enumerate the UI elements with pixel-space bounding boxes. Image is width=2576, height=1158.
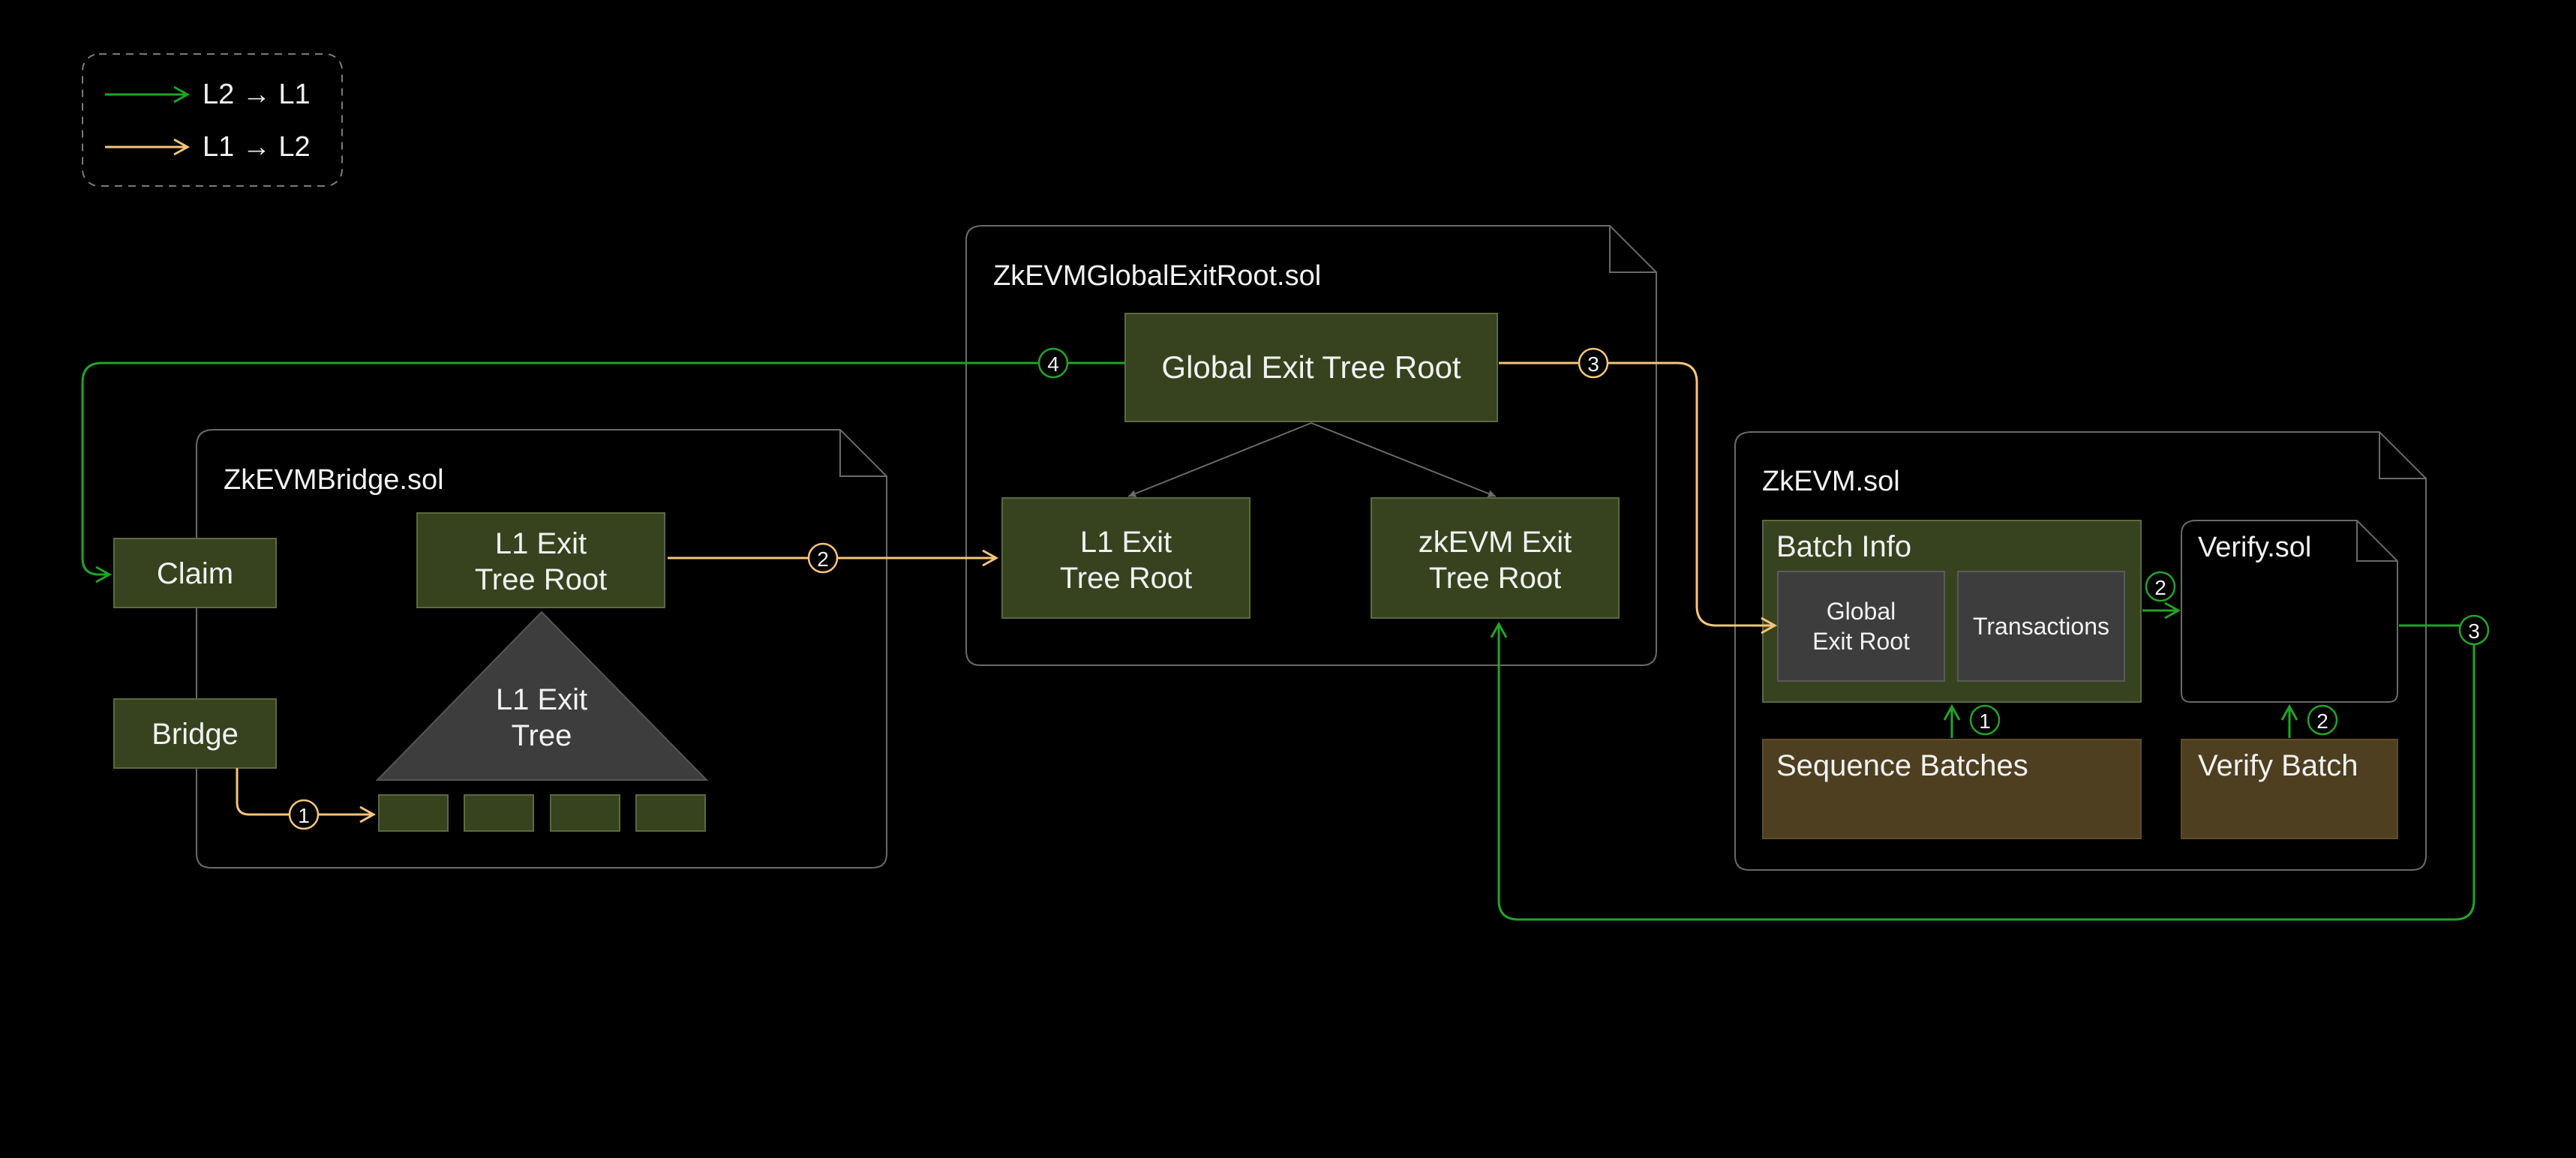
tree-leaf — [550, 794, 620, 832]
tree-leaf — [635, 794, 706, 832]
bridge-file-title: ZkEVMBridge.sol — [224, 464, 444, 496]
transactions-cell — [1957, 571, 2125, 682]
transactions-label: Transactions — [1973, 613, 2109, 640]
global-l1-exit-root-line2: Tree Root — [1060, 562, 1192, 595]
legend-green-label: L2 → L1 — [203, 79, 311, 110]
bridge-l1-exit-root-line1: L1 Exit — [495, 527, 587, 560]
global-l1-exit-root-line1: L1 Exit — [1080, 526, 1172, 559]
bridge-file-fold — [839, 430, 887, 477]
svg-text:2: 2 — [2316, 710, 2328, 733]
global-root-to-batch-info-arrow — [1499, 362, 1778, 634]
verify-batch-box — [2181, 739, 2398, 839]
global-l1-exit-root-box — [1001, 497, 1250, 619]
zkevm-exit-root-line2: Tree Root — [1429, 562, 1561, 595]
step-badge: 2 — [2145, 571, 2176, 602]
legend: L2 → L1 L1 → L2 — [82, 53, 343, 187]
global-file-title: ZkEVMGlobalExitRoot.sol — [993, 260, 1321, 292]
claim-box — [113, 538, 277, 608]
step-badge: 2 — [807, 542, 839, 574]
step-badge: 1 — [288, 799, 320, 830]
svg-text:3: 3 — [2468, 620, 2480, 643]
svg-text:2: 2 — [817, 548, 829, 571]
svg-text:1: 1 — [1979, 710, 1991, 733]
bridge-l1-exit-root-box — [416, 512, 665, 608]
claim-label: Claim — [157, 557, 233, 590]
zkevm-exit-root-box — [1371, 497, 1620, 619]
global-file-fold — [1609, 226, 1656, 273]
tree-leaf — [378, 794, 449, 832]
bridge-l1-exit-root-line2: Tree Root — [475, 563, 607, 596]
global-to-l1-root-connector — [1127, 422, 1312, 497]
global-exit-tree-root-label: Global Exit Tree Root — [1161, 350, 1461, 385]
step-badge: 3 — [2458, 614, 2490, 646]
batch-info-title: Batch Info — [1776, 530, 1911, 563]
svg-text:1: 1 — [298, 804, 310, 827]
zkevm-exit-root-line1: zkEVM Exit — [1419, 526, 1572, 559]
bridge-box — [113, 698, 277, 769]
step-badge: 1 — [1969, 704, 2001, 736]
bridge-label: Bridge — [152, 718, 239, 751]
global-exit-root-line1: Global — [1827, 598, 1896, 625]
verify-file-frame — [2181, 520, 2398, 703]
global-exit-tree-root-box — [1124, 313, 1498, 422]
verify-batch-label: Verify Batch — [2198, 749, 2358, 782]
bridge-file-frame — [196, 429, 887, 868]
sequence-batches-box — [1762, 739, 2142, 839]
step-badge: 2 — [2307, 704, 2338, 736]
svg-text:4: 4 — [1047, 352, 1059, 376]
zkevm-file-frame — [1734, 431, 2427, 871]
l1-exit-tree-triangle — [375, 610, 709, 781]
tree-leaf — [464, 794, 534, 832]
step-badge: 3 — [1578, 347, 1609, 379]
global-root-to-claim-arrow — [81, 362, 1125, 584]
step-badge: 4 — [1037, 347, 1069, 379]
verify-file-title: Verify.sol — [2198, 532, 2311, 563]
zkevm-file-title: ZkEVM.sol — [1762, 466, 1900, 497]
zkevm-file-fold — [2379, 432, 2426, 479]
legend-yellow-label: L1 → L2 — [203, 131, 311, 163]
global-file-frame — [965, 225, 1657, 666]
svg-text:3: 3 — [1587, 352, 1599, 376]
sequence-batches-label: Sequence Batches — [1776, 749, 2028, 782]
l1-exit-tree-line2: Tree — [512, 719, 572, 752]
global-to-zkevm-root-connector — [1311, 422, 1497, 497]
legend-frame — [82, 53, 343, 187]
svg-text:2: 2 — [2154, 576, 2166, 599]
bridge-to-leaves-arrow — [236, 768, 377, 824]
l1-exit-tree-line1: L1 Exit — [496, 683, 587, 716]
verify-file-fold — [2356, 520, 2397, 562]
global-exit-root-line2: Exit Root — [1812, 628, 1910, 655]
global-exit-root-cell — [1777, 571, 1945, 682]
